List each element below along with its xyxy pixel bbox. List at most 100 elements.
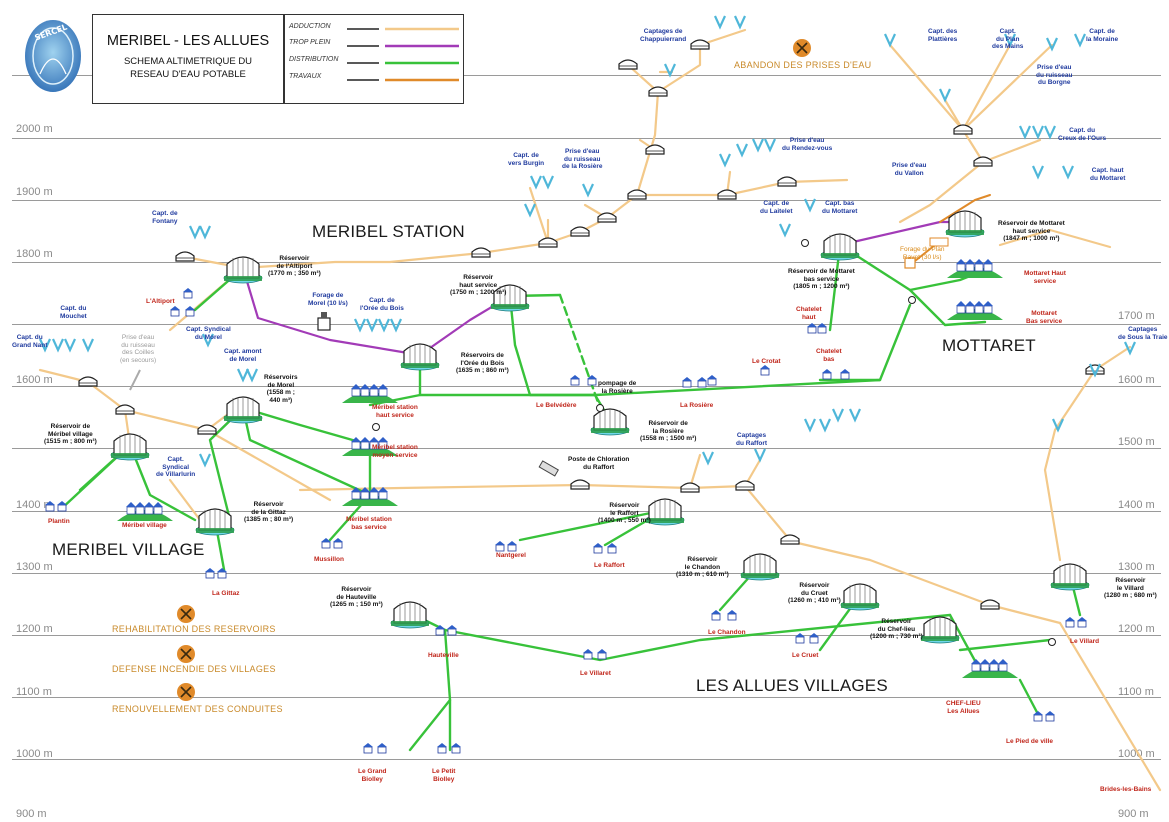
altitude-label: 1600 m (1118, 374, 1155, 386)
zone-title-allues: LES ALLUES VILLAGES (696, 676, 888, 695)
borehole-icon (317, 312, 331, 331)
house-icon (437, 743, 447, 754)
village-cluster (947, 301, 1003, 320)
house-icon (185, 306, 195, 317)
house-icon (1045, 711, 1055, 722)
altitude-label: 1200 m (16, 623, 53, 635)
intake-symbol (1123, 341, 1137, 356)
page-title: MERIBEL - LES ALLUES (106, 33, 270, 49)
intake-symbol (663, 63, 677, 78)
intake-symbol (803, 198, 817, 213)
zone-title-meribel-village: MERIBEL VILLAGE (52, 540, 205, 559)
reservoir-symbol (390, 601, 430, 629)
altitude-label: 1700 m (1118, 310, 1155, 322)
intake-symbol (1043, 125, 1057, 140)
intake-symbol (245, 368, 259, 383)
house-icon (363, 743, 373, 754)
house-icon (707, 375, 717, 386)
tank-symbol (980, 599, 1000, 610)
house-icon (57, 501, 67, 512)
tank-symbol (597, 212, 617, 223)
label-plantin: Plantin (48, 518, 70, 525)
page-subtitle: SCHEMA ALTIMETRIQUE DU RESEAU D'EAU POTA… (99, 55, 277, 81)
intake-symbol (751, 138, 765, 153)
house-icon (451, 743, 461, 754)
house-icon (607, 543, 617, 554)
reservoir-symbol (1050, 563, 1090, 591)
house-icon (760, 365, 770, 376)
house-icon (807, 323, 817, 334)
intake-symbol (198, 453, 212, 468)
zone-title-meribel-station: MERIBEL STATION (312, 222, 465, 241)
intake-symbol (365, 318, 379, 333)
reservoir-symbol (400, 343, 440, 371)
valve-icon (596, 404, 604, 412)
intake-symbol (236, 368, 250, 383)
altitude-line-1800 (12, 200, 1161, 201)
intake-symbol (1031, 125, 1045, 140)
village-cluster (342, 437, 398, 456)
works-marker-icon (793, 39, 811, 57)
intake-symbol (718, 153, 732, 168)
altitude-line-1100 (12, 635, 1161, 636)
altitude-line-1000 (12, 697, 1161, 698)
intake-symbol (353, 318, 367, 333)
altitude-label: 1300 m (1118, 561, 1155, 573)
title-box: MERIBEL - LES ALLUES SCHEMA ALTIMETRIQUE… (92, 14, 284, 104)
altitude-label: 1800 m (16, 248, 53, 260)
tank-symbol (471, 247, 491, 258)
village-cluster (962, 659, 1018, 678)
label-le-raffort: Le Raffort (594, 562, 625, 569)
label-le-pied-de-ville: Le Pied de ville (1006, 738, 1053, 745)
action-rehab: REHABILITATION DES RESERVOIRS (112, 624, 276, 634)
intake-symbol (1045, 37, 1059, 52)
altitude-line-2000 (12, 75, 1161, 76)
intake-symbol (201, 333, 215, 348)
tank-symbol (973, 156, 993, 167)
altitude-label: 1400 m (1118, 499, 1155, 511)
village-cluster (117, 502, 173, 521)
tank-symbol (197, 424, 217, 435)
label-le-villaret: Le Villaret (580, 670, 611, 677)
legend-item-label: ADDUCTION (289, 23, 331, 30)
house-icon (583, 649, 593, 660)
house-icon (507, 541, 517, 552)
altitude-line-900 (12, 759, 1161, 760)
intake-symbol (1018, 125, 1032, 140)
label-le-villard: Le Villard (1070, 638, 1100, 645)
tank-symbol (680, 482, 700, 493)
action-defense: DEFENSE INCENDIE DES VILLAGES (112, 664, 276, 674)
house-icon (377, 743, 387, 754)
reservoir-symbol (840, 583, 880, 611)
tank-symbol (538, 237, 558, 248)
intake-symbol (1031, 165, 1045, 180)
altitude-label: 1100 m (16, 686, 52, 698)
intake-symbol (63, 338, 77, 353)
altitude-line-1600 (12, 324, 1161, 325)
house-icon (795, 633, 805, 644)
house-icon (1065, 617, 1075, 628)
intake-symbol (377, 318, 391, 333)
works-marker-icon (177, 605, 195, 623)
valve-icon (908, 296, 916, 304)
sercel-logo: SERCEL (20, 14, 86, 102)
